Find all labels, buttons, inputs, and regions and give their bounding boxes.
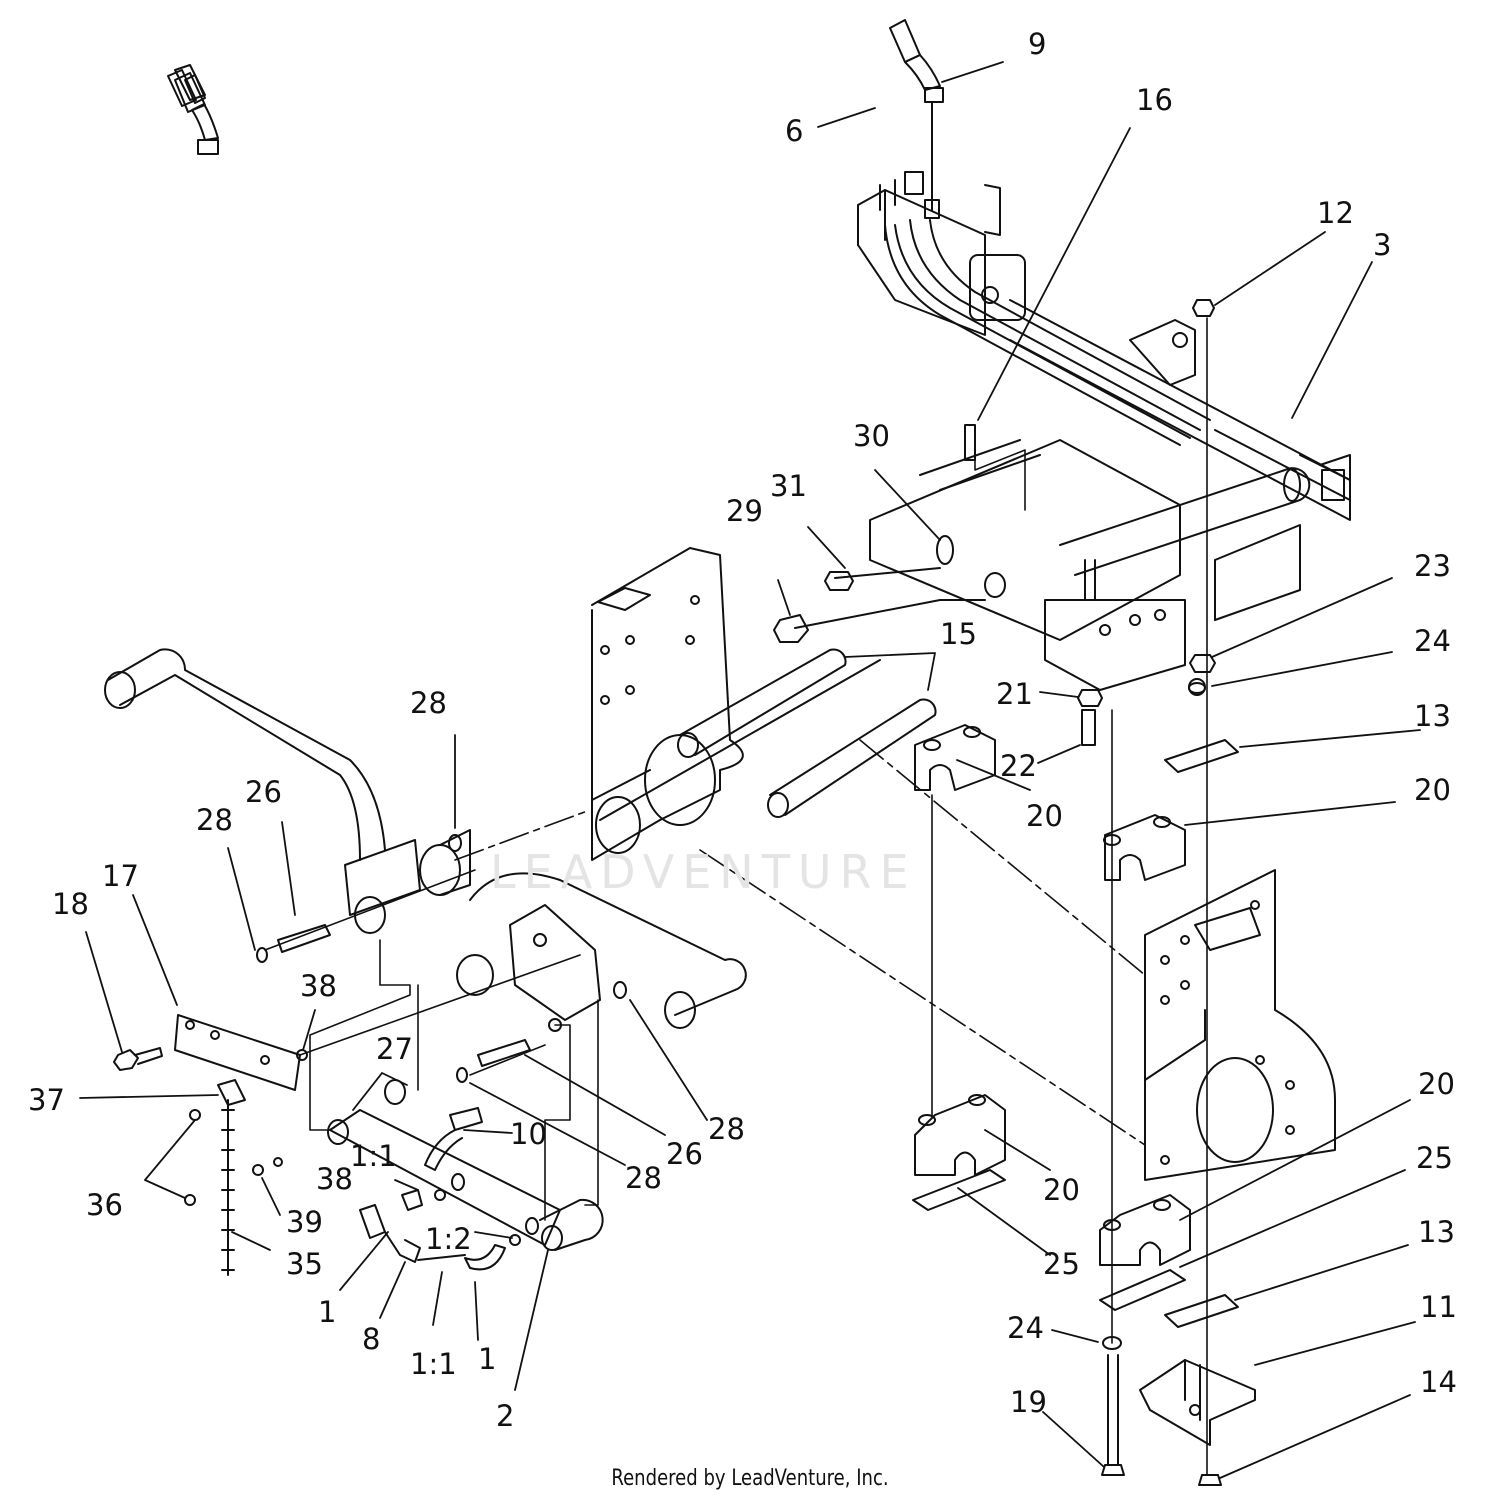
callout-16: 16 xyxy=(1136,83,1173,117)
callout-8: 8 xyxy=(362,1322,381,1356)
front-plate xyxy=(591,547,937,861)
callout-11: 11 xyxy=(1420,1290,1457,1324)
clamp-hardware xyxy=(912,299,1256,1486)
callout-14: 14 xyxy=(1420,1365,1457,1399)
callout-17: 17 xyxy=(102,859,139,893)
callout-24-upper: 24 xyxy=(1414,624,1451,658)
callout-28-top: 28 xyxy=(410,686,447,720)
valve-assembly xyxy=(167,19,1351,621)
callout-6: 6 xyxy=(785,114,804,148)
callout-23: 23 xyxy=(1414,549,1451,583)
callout-27: 27 xyxy=(376,1032,413,1066)
callout-39: 39 xyxy=(286,1205,323,1239)
lift-bracket xyxy=(773,424,1216,746)
callout-ratio-1-1-upper: 1:1 xyxy=(350,1139,397,1173)
callout-26-upper: 26 xyxy=(245,775,282,809)
leader-lines xyxy=(79,61,1421,1479)
callout-21: 21 xyxy=(996,677,1033,711)
callout-29: 29 xyxy=(726,494,763,528)
callout-ratio-1-2: 1:2 xyxy=(425,1222,472,1256)
callout-20-right-mid: 20 xyxy=(1418,1067,1455,1101)
lift-arms xyxy=(104,648,747,1276)
callout-9: 9 xyxy=(1028,27,1047,61)
callout-1-right: 1 xyxy=(478,1342,497,1376)
callout-37: 37 xyxy=(28,1083,65,1117)
callout-13-upper: 13 xyxy=(1414,699,1451,733)
callout-31: 31 xyxy=(770,469,807,503)
callout-13-lower: 13 xyxy=(1418,1215,1455,1249)
callout-38-upper: 38 xyxy=(300,969,337,1003)
callout-15: 15 xyxy=(940,617,977,651)
callout-20-upper-right: 20 xyxy=(1414,773,1451,807)
callout-35: 35 xyxy=(286,1247,323,1281)
callout-10: 10 xyxy=(510,1117,547,1151)
watermark: LEADVENTURE xyxy=(490,845,917,899)
callout-26-lower: 26 xyxy=(666,1137,703,1171)
callout-20-upper-center: 20 xyxy=(1026,799,1063,833)
callout-38-lower: 38 xyxy=(316,1162,353,1196)
callout-1-left: 1 xyxy=(318,1295,337,1329)
callout-19: 19 xyxy=(1010,1385,1047,1419)
callout-25-center: 25 xyxy=(1043,1247,1080,1281)
callout-2: 2 xyxy=(496,1399,515,1433)
callout-22: 22 xyxy=(1000,749,1037,783)
callout-12: 12 xyxy=(1317,196,1354,230)
callout-ratio-1-1-lower: 1:1 xyxy=(410,1347,457,1381)
callout-28-lower: 28 xyxy=(625,1161,662,1195)
callout-20-lower-center: 20 xyxy=(1043,1173,1080,1207)
callout-36: 36 xyxy=(86,1188,123,1222)
callout-24-lower: 24 xyxy=(1007,1311,1044,1345)
center-lines xyxy=(264,317,1208,1476)
callout-28-right: 28 xyxy=(708,1112,745,1146)
render-credit: Rendered by LeadVenture, Inc. xyxy=(611,1466,889,1491)
callout-18: 18 xyxy=(52,887,89,921)
callout-30: 30 xyxy=(853,419,890,453)
callout-3: 3 xyxy=(1373,228,1392,262)
callout-25-right: 25 xyxy=(1416,1141,1453,1175)
callout-28-left: 28 xyxy=(196,803,233,837)
rear-plate xyxy=(1144,869,1336,1181)
